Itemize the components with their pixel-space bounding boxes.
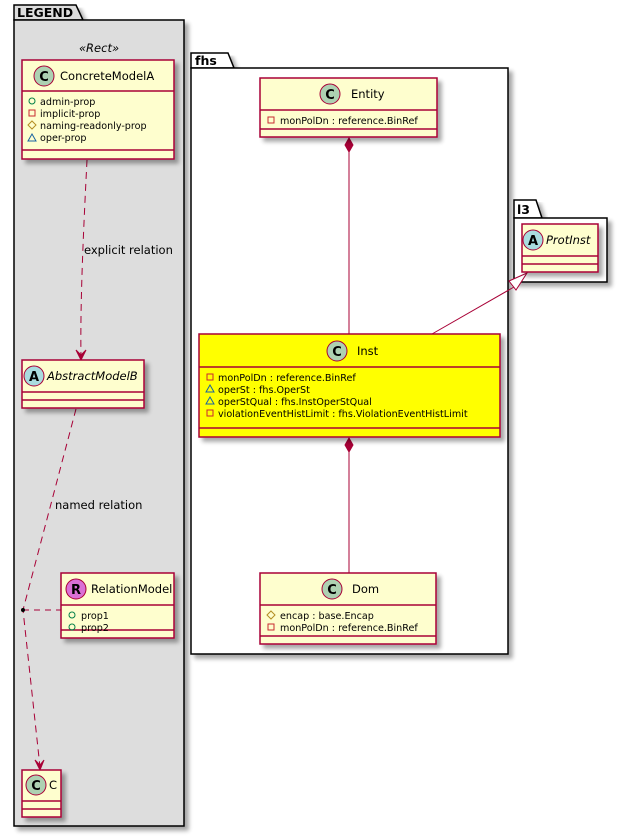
class-c[interactable]: C C	[21, 769, 62, 818]
association-point	[21, 608, 25, 612]
composition-diamond-icon	[344, 436, 354, 454]
private-visibility-icon	[267, 623, 275, 631]
class-name: ProtInst	[546, 233, 591, 247]
class-name: AbstractModelB	[46, 369, 138, 383]
public-visibility-icon	[28, 97, 36, 105]
class-name: C	[49, 778, 57, 792]
private-visibility-icon	[206, 373, 214, 381]
class-spot-icon	[326, 340, 348, 362]
relation-inst-protinst	[431, 271, 529, 335]
class-name: Inst	[357, 344, 379, 358]
attribute: violationEventHistLimit : fhs.ViolationE…	[218, 409, 468, 420]
class-entity[interactable]: C Entity monPolDn : reference.BinRef	[259, 77, 438, 138]
protected-visibility-icon	[27, 120, 37, 130]
relation-explicit: explicit relation	[75, 159, 173, 362]
class-spot-letter: C	[332, 345, 342, 360]
private-visibility-icon	[267, 116, 275, 124]
attribute: monPolDn : reference.BinRef	[280, 116, 418, 127]
named-relation-label: named relation	[55, 498, 142, 512]
package-fhs-title: fhs	[195, 53, 217, 68]
package-visibility-icon	[205, 395, 215, 405]
abstract-spot-icon	[23, 365, 45, 387]
class-spot-icon	[25, 774, 47, 796]
dependency-arrowhead-icon	[34, 759, 45, 772]
class-protinst[interactable]: A ProtInst	[521, 223, 599, 273]
public-visibility-icon	[68, 611, 76, 619]
public-visibility-icon	[68, 623, 76, 631]
attribute: monPolDn : reference.BinRef	[218, 373, 356, 384]
class-name: ConcreteModelA	[60, 69, 154, 83]
relation-entity-inst	[344, 136, 354, 334]
class-spot-letter: C	[39, 70, 49, 85]
class-spot-letter: A	[29, 370, 39, 385]
class-concretemodela[interactable]: C ConcreteModelA admin-prop implicit-pro…	[21, 59, 175, 160]
attribute: monPolDn : reference.BinRef	[280, 623, 418, 634]
package-visibility-icon	[27, 132, 37, 142]
attribute: operSt : fhs.OperSt	[218, 385, 310, 396]
package-visibility-icon	[205, 383, 215, 393]
class-relationmodel[interactable]: R RelationModel prop1 prop2	[60, 572, 175, 639]
class-spot-letter: C	[327, 583, 337, 598]
explicit-relation-label: explicit relation	[84, 243, 173, 257]
attribute: oper-prop	[40, 133, 86, 144]
class-dom[interactable]: C Dom encap : base.Encap monPolDn : refe…	[259, 572, 437, 645]
class-name: RelationModel	[91, 582, 172, 596]
legend-stereotype: «Rect»	[79, 41, 119, 55]
package-l3-title: l3	[517, 202, 530, 217]
protected-visibility-icon	[266, 610, 276, 620]
class-abstractmodelb[interactable]: A AbstractModelB	[21, 359, 145, 409]
attribute: prop1	[81, 611, 109, 622]
relation-inst-dom	[344, 436, 354, 573]
class-name: Dom	[352, 582, 379, 596]
attribute: naming-readonly-prop	[40, 121, 147, 132]
attribute: prop2	[81, 623, 109, 634]
class-inst[interactable]: C Inst monPolDn : reference.BinRef operS…	[198, 333, 501, 438]
class-spot-letter: R	[71, 583, 81, 598]
class-spot-letter: A	[528, 234, 538, 249]
composition-diamond-icon	[344, 136, 354, 154]
class-spot-icon	[321, 578, 343, 600]
class-name: Entity	[351, 87, 385, 101]
class-spot-icon	[319, 83, 341, 105]
abstract-spot-icon	[522, 229, 544, 251]
private-visibility-icon	[206, 409, 214, 417]
attribute: implicit-prop	[40, 109, 100, 120]
attribute: encap : base.Encap	[280, 611, 374, 622]
relation-spot-icon	[65, 578, 87, 600]
class-spot-letter: C	[325, 88, 335, 103]
private-visibility-icon	[28, 109, 36, 117]
dependency-arrowhead-icon	[75, 349, 87, 362]
class-spot-icon	[33, 65, 55, 87]
class-spot-letter: C	[31, 779, 41, 794]
package-legend-title: LEGEND	[17, 5, 73, 20]
attribute: admin-prop	[40, 97, 95, 108]
generalization-arrow-icon	[508, 271, 529, 291]
relation-named: named relation	[21, 408, 142, 772]
attribute: operStQual : fhs.InstOperStQual	[218, 397, 372, 408]
